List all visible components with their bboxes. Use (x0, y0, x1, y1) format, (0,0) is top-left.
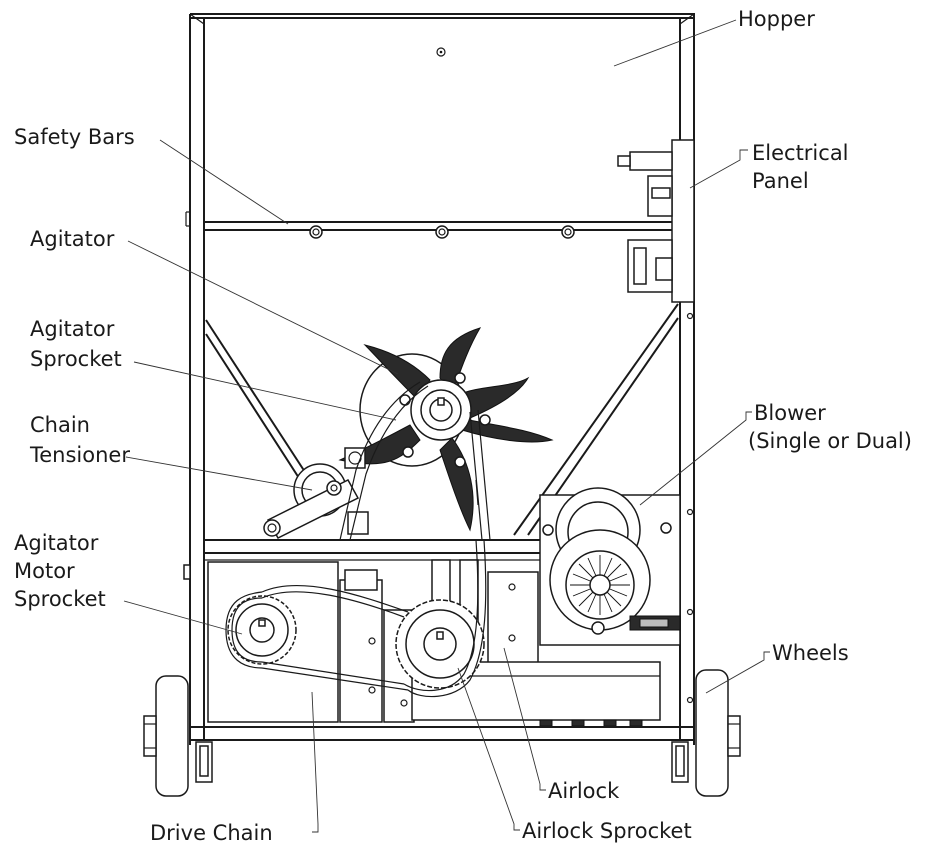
label-electrical-panel-line1: Electrical (752, 141, 849, 165)
label-airlock: Airlock (548, 779, 620, 803)
motor-sprocket-gear (227, 595, 297, 665)
label-blower-line2: (Single or Dual) (748, 429, 912, 453)
electrical-panel-box (617, 139, 695, 303)
label-hopper: Hopper (738, 7, 815, 31)
base-frame (190, 726, 694, 783)
label-agitator-motor-sprocket-line3: Sprocket (14, 587, 106, 611)
airlock-sprocket-gear (395, 599, 485, 689)
blower-assembly (539, 487, 681, 646)
label-safety-bars: Safety Bars (14, 125, 135, 149)
right-wheel (695, 669, 741, 797)
left-wheel (143, 675, 189, 797)
label-agitator-sprocket-line2: Sprocket (30, 347, 122, 371)
label-electrical-panel-line2: Panel (752, 169, 809, 193)
label-agitator-motor-sprocket-line2: Motor (14, 559, 75, 583)
hopper-frame (183, 13, 695, 745)
label-airlock-sprocket: Airlock Sprocket (522, 819, 692, 843)
label-chain-tensioner-line2: Tensioner (29, 443, 130, 467)
label-blower-line1: Blower (754, 401, 826, 425)
label-drive-chain: Drive Chain (150, 821, 273, 845)
label-wheels: Wheels (772, 641, 849, 665)
safety-bar (204, 221, 680, 239)
label-agitator-motor-sprocket: Agitator Motor Sprocket (14, 531, 106, 611)
label-blower: Blower (Single or Dual) (748, 401, 912, 453)
leader-lines (123, 19, 770, 833)
label-agitator-sprocket-line1: Agitator (30, 317, 115, 341)
label-electrical-panel: Electrical Panel (752, 141, 855, 193)
machine-drawing (143, 13, 741, 797)
label-agitator-sprocket: Agitator Sprocket (30, 317, 122, 371)
label-agitator: Agitator (30, 227, 115, 251)
label-chain-tensioner-line1: Chain (30, 413, 90, 437)
agitator-assembly (338, 327, 554, 532)
chain-tensioner-assembly (263, 447, 369, 539)
drive-chain-loop (225, 539, 487, 698)
upper-chain (339, 381, 491, 541)
label-chain-tensioner: Chain Tensioner (29, 413, 130, 467)
callout-labels: Hopper Safety Bars Electrical Panel Agit… (14, 7, 912, 845)
label-agitator-motor-sprocket-line1: Agitator (14, 531, 99, 555)
